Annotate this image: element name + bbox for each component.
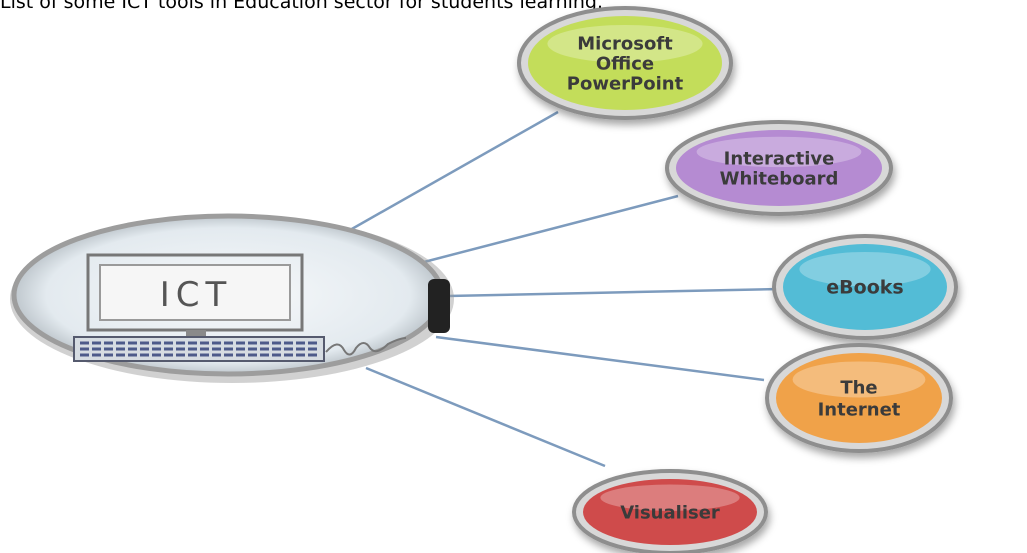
node-label-ebooks: eBooks	[826, 277, 903, 299]
node-highlight-internet	[792, 361, 926, 398]
node-label-line: Whiteboard	[720, 168, 839, 189]
keyboard-keys-icon	[80, 341, 318, 357]
node-label-line: Visualiser	[620, 502, 720, 523]
node-highlight-powerpoint	[547, 24, 703, 63]
connector-ebooks	[447, 287, 781, 298]
connector-whiteboard	[423, 194, 679, 264]
mouse-cable-icon	[325, 337, 407, 356]
hub-label: ICT	[160, 275, 233, 315]
node-label-line: Internet	[818, 399, 901, 420]
keyboard-icon	[73, 336, 325, 362]
node-label-line: Microsoft	[577, 33, 673, 54]
tool-node-visualiser: Visualiser	[572, 469, 768, 553]
monitor-stand-icon	[186, 330, 206, 338]
ict-hub: ICT	[10, 213, 454, 383]
node-label-line: The	[840, 377, 877, 398]
connector-powerpoint	[342, 110, 559, 236]
connector-internet	[435, 335, 765, 382]
node-highlight-ebooks	[799, 251, 931, 287]
node-label-visualiser: Visualiser	[620, 502, 720, 523]
hub-side-handle	[428, 279, 450, 333]
node-highlight-whiteboard	[696, 136, 862, 168]
node-label-line: PowerPoint	[567, 73, 684, 94]
connector-visualiser	[365, 366, 606, 468]
node-highlight-visualiser	[600, 484, 740, 511]
monitor-screen-icon	[99, 264, 291, 321]
diagram-caption: List of some ICT tools in Education sect…	[0, 0, 604, 13]
node-label-line: Interactive	[724, 148, 835, 169]
node-label-line: Office	[596, 53, 654, 74]
tool-node-ebooks: eBooks	[772, 234, 958, 340]
connector-lines	[342, 110, 781, 468]
node-label-line: eBooks	[826, 277, 903, 299]
